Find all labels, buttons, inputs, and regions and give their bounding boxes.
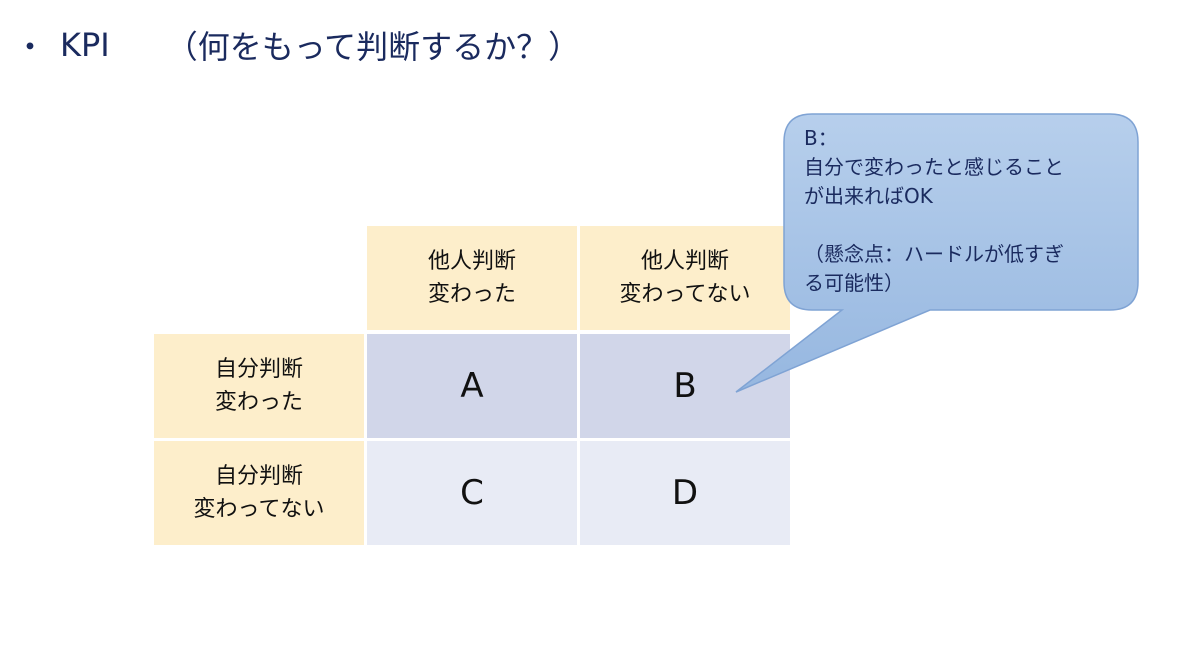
matrix-cell-a: A — [367, 334, 577, 438]
title-question: （何をもって判断するか？） — [165, 28, 581, 66]
row-header-self-unchanged: 自分判断 変わってない — [154, 441, 364, 545]
row-header-self-changed: 自分判断 変わった — [154, 334, 364, 438]
matrix-cell-b: B — [580, 334, 790, 438]
title-bullet: ・ — [14, 28, 47, 66]
callout-text: B： 自分で変わったと感じること が出来ればOK （懸念点：ハードルが低すぎ る… — [804, 126, 1064, 295]
slide-title: ・ KPI （何をもって判断するか？） — [14, 22, 580, 68]
col-header-others-changed: 他人判断 変わった — [367, 226, 577, 330]
title-kpi: KPI — [60, 26, 110, 64]
matrix-cell-d: D — [580, 441, 790, 545]
matrix-cell-c: C — [367, 441, 577, 545]
col-header-others-unchanged: 他人判断 変わってない — [580, 226, 790, 330]
